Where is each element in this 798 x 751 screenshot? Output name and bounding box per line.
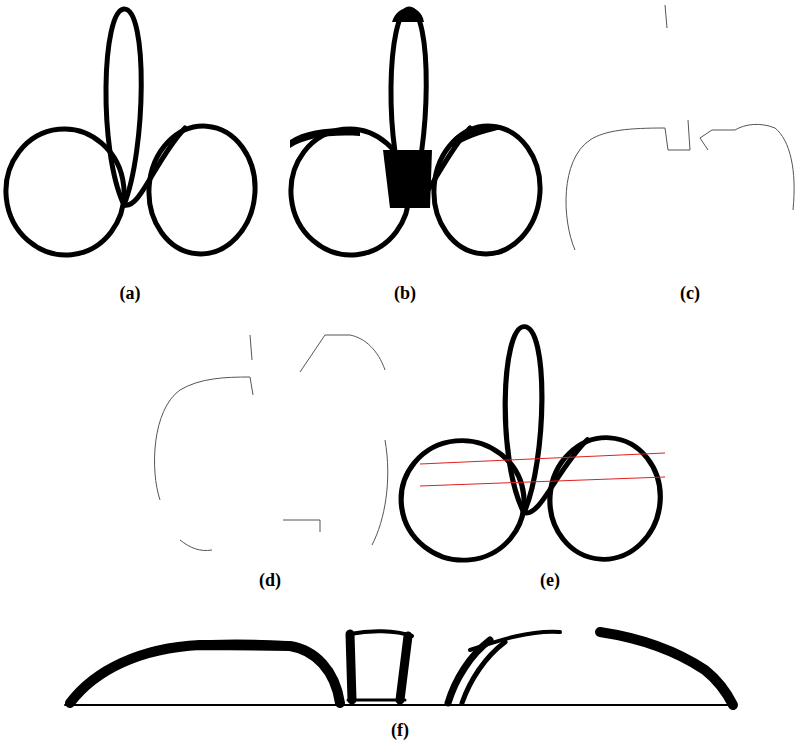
panel-label: (d): [259, 570, 281, 591]
normalized-strip: [65, 631, 735, 705]
original-word: [0, 9, 259, 261]
filled-word: [285, 8, 545, 261]
panel-label: (c): [680, 283, 700, 304]
extracted-contour: [155, 335, 388, 551]
extracted-contour: [566, 5, 794, 250]
panel-label: (a): [120, 283, 141, 304]
panel-label: (f): [391, 720, 409, 741]
panel-label: (b): [394, 283, 416, 304]
panel-label: (e): [540, 570, 560, 591]
baseline-estimate: [395, 327, 665, 566]
